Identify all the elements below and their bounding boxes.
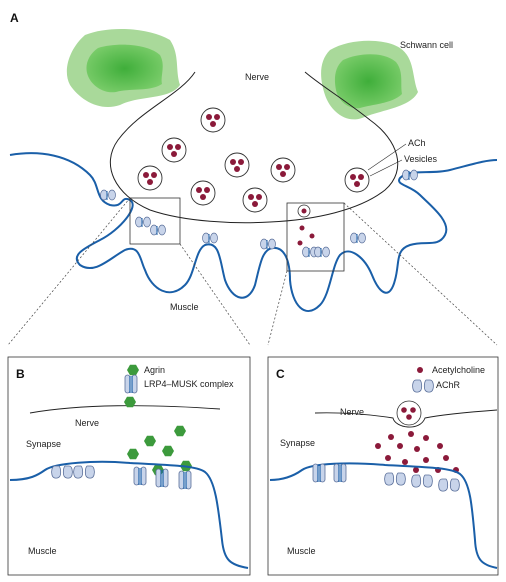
receptor	[135, 216, 151, 228]
vesicle	[270, 157, 296, 183]
nerve-label-c: Nerve	[340, 407, 364, 417]
fusing-vesicle	[396, 400, 422, 426]
muscle-membrane-b	[9, 460, 249, 569]
muscle-membrane-c	[269, 462, 498, 569]
nerve-label-b: Nerve	[75, 418, 99, 428]
schwann-cell-left	[66, 28, 180, 108]
zoom-box-b	[129, 197, 181, 245]
acetylcholine-legend-icon	[417, 367, 423, 373]
vesicle	[161, 137, 187, 163]
nerve-membrane-b	[29, 405, 221, 414]
receptor	[100, 189, 116, 201]
nerve-membrane-c	[314, 409, 498, 428]
agrin-legend-label: Agrin	[144, 365, 165, 375]
ach-label: ACh	[408, 138, 426, 148]
receptor	[402, 169, 418, 181]
muscle-label-a: Muscle	[170, 302, 199, 312]
schwann-cell-right	[321, 40, 418, 120]
vesicle	[137, 165, 163, 191]
released-acetylcholine	[375, 431, 459, 473]
receptor	[350, 232, 366, 244]
nerve-terminal-outline	[109, 71, 399, 224]
panel-b-letter: B	[16, 367, 25, 381]
panel-c-box	[267, 356, 499, 576]
vesicle	[200, 107, 226, 133]
muscle-label-b: Muscle	[28, 546, 57, 556]
muscle-label-c: Muscle	[287, 546, 316, 556]
vesicle	[344, 167, 370, 193]
acetylcholine-legend-label: Acetylcholine	[432, 365, 485, 375]
receptor	[150, 224, 166, 236]
panel-b-box	[7, 356, 251, 576]
receptor	[202, 232, 218, 244]
nerve-label-a: Nerve	[245, 72, 269, 82]
panel-c-letter: C	[276, 367, 285, 381]
achr-legend-label: AChR	[436, 380, 461, 390]
vesicles-label: Vesicles	[404, 154, 438, 164]
muscle-membrane-a	[9, 152, 498, 312]
schwann-cell-label: Schwann cell	[400, 40, 453, 50]
vesicle	[190, 180, 216, 206]
vesicle	[224, 152, 250, 178]
receptor	[314, 246, 330, 258]
panel-a-letter: A	[10, 11, 19, 25]
synapse-label-b: Synapse	[26, 439, 61, 449]
zoom-box-c	[286, 202, 345, 272]
musk-legend-label: LRP4–MUSK complex	[144, 379, 234, 389]
receptor	[260, 238, 276, 250]
vesicle	[242, 187, 268, 213]
synapse-label-c: Synapse	[280, 438, 315, 448]
